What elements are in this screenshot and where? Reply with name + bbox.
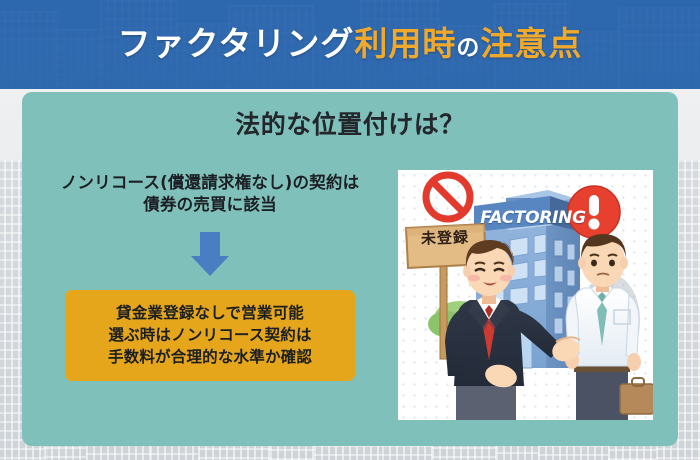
illustration-panel: FACTORING 未登録 <box>398 170 653 420</box>
exclamation-icon <box>567 185 621 239</box>
conclusion-box: 貸金業登録なしで営業可能 選ぶ時はノンリコース契約は 手数料が合理的な水準か確認 <box>65 290 355 381</box>
unregistered-sign <box>404 222 488 360</box>
arrow-container <box>30 232 390 276</box>
lead-line-1: ノンリコース(償還請求権なし)の契約は <box>60 173 360 192</box>
card-heading: 法的な位置付けは？ <box>235 110 465 139</box>
title-part-1: ファクタリング <box>117 24 355 63</box>
title-part-3: の <box>456 35 481 61</box>
title-part-2: 利用時 <box>354 24 457 63</box>
client-figure <box>565 234 653 420</box>
no-entry-icon <box>422 171 474 223</box>
left-column: ノンリコース(償還請求権なし)の契約は 債券の売買に該当 貸金業登録なしで営業可… <box>30 172 390 381</box>
lead-line-2: 債券の売買に該当 <box>143 195 277 214</box>
conclusion-line-2: 選ぶ時はノンリコース契約は <box>108 326 312 344</box>
title-part-4: 注意点 <box>480 24 583 63</box>
salesman-figure <box>445 240 581 420</box>
illustration-artwork <box>404 171 653 420</box>
page-header: ファクタリング利用時の注意点 <box>0 0 700 89</box>
conclusion-line-1: 貸金業登録なしで営業可能 <box>116 304 304 322</box>
lead-text-block: ノンリコース(償還請求権なし)の契約は 債券の売買に該当 <box>30 172 390 216</box>
page-title: ファクタリング利用時の注意点 <box>0 20 700 72</box>
content-card: 法的な位置付けは？ ノンリコース(償還請求権なし)の契約は 債券の売買に該当 貸… <box>22 92 678 446</box>
arrow-down-icon <box>183 232 237 276</box>
conclusion-line-3: 手数料が合理的な水準か確認 <box>107 348 313 366</box>
open-hand <box>552 336 581 362</box>
